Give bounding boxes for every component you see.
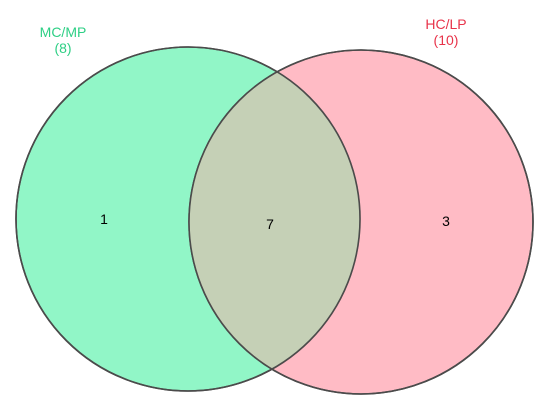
set-label-hc-lp: HC/LP bbox=[425, 16, 466, 32]
region-count-hc-lp-only: 3 bbox=[442, 213, 450, 229]
set-size-hc-lp: (10) bbox=[434, 32, 459, 48]
intersection-region bbox=[189, 50, 360, 391]
region-count-mc-mp-only: 1 bbox=[100, 211, 108, 227]
set-label-mc-mp: MC/MP bbox=[40, 24, 87, 40]
region-count-intersection: 7 bbox=[266, 216, 274, 232]
set-size-mc-mp: (8) bbox=[54, 40, 71, 56]
set-outline-hc-lp bbox=[188, 49, 534, 395]
set-outline-mc-mp bbox=[15, 46, 361, 392]
